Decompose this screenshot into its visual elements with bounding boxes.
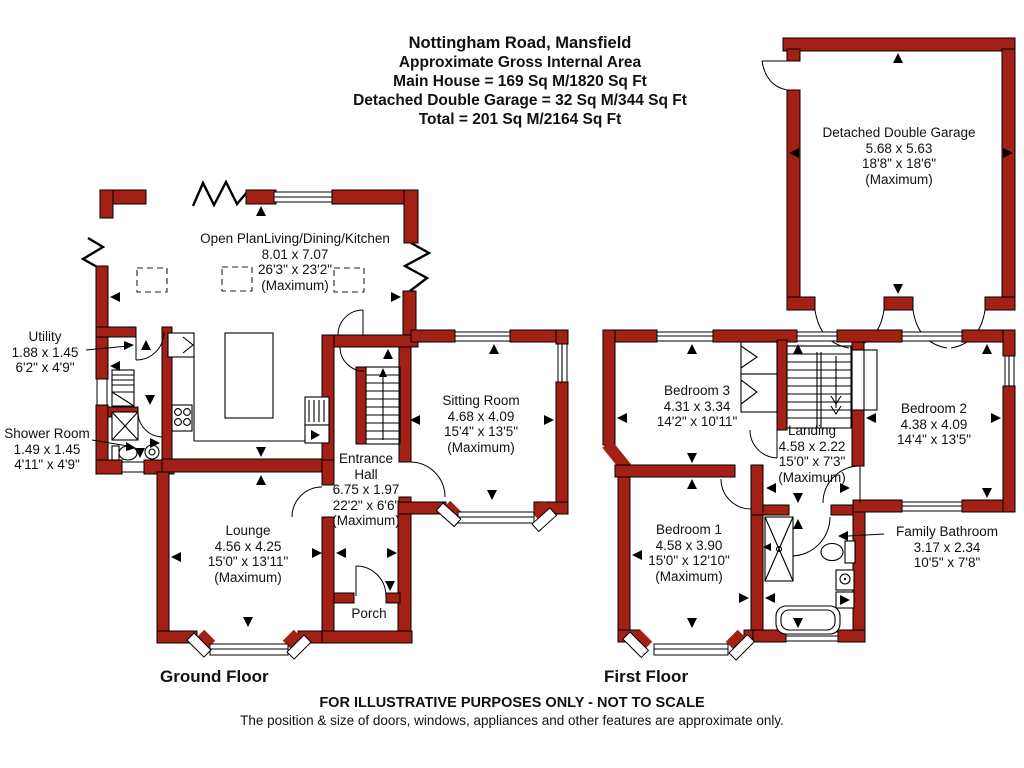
room-label-entrance-hall: Entrance Hall 6.75 x 1.97 22'2" x 6'6" (… <box>332 451 400 528</box>
room-label-sitting-room: Sitting Room 4.68 x 4.09 15'4" x 13'5" (… <box>442 393 520 455</box>
room-label-lounge: Lounge 4.56 x 4.25 15'0" x 13'11" (Maxim… <box>207 523 289 585</box>
skylight <box>333 267 365 293</box>
skylight <box>221 266 253 292</box>
ground-floor-plan <box>80 179 569 660</box>
kitchen-sink-icon <box>167 332 195 358</box>
room-label-garage: Detached Double Garage 5.68 x 5.63 18'8"… <box>822 125 976 187</box>
title-line: Approximate Gross Internal Area <box>398 54 642 71</box>
first-floor-doors <box>720 429 861 557</box>
fridge-icon <box>304 396 330 444</box>
kitchen-island <box>224 332 274 419</box>
kitchen-fixtures <box>136 266 365 460</box>
room-label-bedroom-2: Bedroom 2 4.38 x 4.09 14'4" x 13'5" <box>896 401 972 447</box>
property-title: Nottingham Road, Mansfield <box>408 34 632 52</box>
room-label-bedroom-1: Bedroom 1 4.58 x 3.90 15'0" x 12'10" (Ma… <box>648 522 730 584</box>
room-label-family-bathroom: Family Bathroom 3.17 x 2.34 10'5" x 7'8" <box>895 524 999 570</box>
stairs-down <box>786 345 852 429</box>
disclaimer-line-2: The position & size of doors, windows, a… <box>240 713 784 728</box>
ground-floor-measure-arrows <box>110 206 554 627</box>
room-label-open-plan: Open PlanLiving/Dining/Kitchen 8.01 x 7.… <box>200 231 390 293</box>
bathroom-fixtures <box>764 516 856 635</box>
sink-icon <box>835 569 855 609</box>
first-floor-label: First Floor <box>604 667 689 686</box>
disclaimer-line-1: FOR ILLUSTRATIVE PURPOSES ONLY - NOT TO … <box>319 695 705 711</box>
garage-measure-arrows <box>789 53 1013 294</box>
family-bathroom-pointer-arrow <box>838 531 885 541</box>
utility-pointer-arrow <box>85 341 134 351</box>
toilet-icon <box>820 540 856 564</box>
wardrobe-icon <box>740 341 778 413</box>
first-floor-measure-arrows <box>617 344 1001 628</box>
hob-icon <box>171 404 193 432</box>
ground-floor-label: Ground Floor <box>160 667 269 686</box>
first-floor-plan <box>602 329 1016 661</box>
title-line: Main House = 169 Sq M/1820 Sq Ft <box>393 73 647 90</box>
skylight <box>136 267 168 293</box>
bath-icon <box>775 605 841 635</box>
garage-plan <box>761 37 1016 349</box>
room-label-landing: Landing 4.58 x 2.22 15'0" x 7'3" (Maximu… <box>778 423 846 485</box>
break-line <box>191 179 249 208</box>
shower-room-pointer-arrow <box>91 439 136 451</box>
shower-icon <box>111 411 139 441</box>
toilet-icon <box>111 445 138 461</box>
break-line <box>80 236 106 270</box>
room-label-utility: Utility 1.88 x 1.45 6'2" x 4'9" <box>11 329 79 375</box>
washer-icon <box>111 369 135 407</box>
shower-icon <box>764 516 794 582</box>
room-label-bedroom-3: Bedroom 3 4.31 x 3.34 14'2" x 10'11" <box>656 383 738 429</box>
title-line: Total = 201 Sq M/2164 Sq Ft <box>418 111 622 128</box>
title-block: Nottingham Road, Mansfield Approximate G… <box>353 34 687 129</box>
stairs-up <box>355 366 401 445</box>
round-sink-icon <box>144 444 160 460</box>
room-label-porch: Porch <box>351 606 387 621</box>
room-label-shower-room: Shower Room 1.49 x 1.45 4'11" x 4'9" <box>4 426 90 472</box>
break-line <box>402 241 432 292</box>
title-line: Detached Double Garage = 32 Sq M/344 Sq … <box>353 92 687 109</box>
